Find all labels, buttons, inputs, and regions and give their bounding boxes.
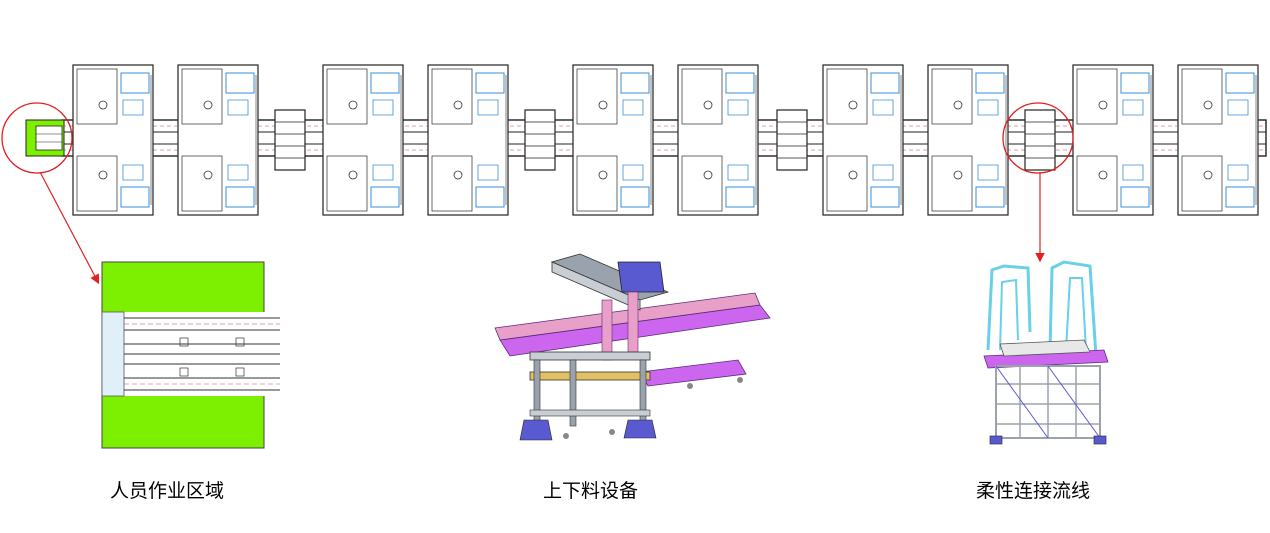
callout-circle-icon	[1, 102, 73, 174]
operator-area-detail	[101, 261, 280, 449]
connector-module-2	[524, 109, 556, 171]
main-conveyor	[61, 119, 1267, 157]
caption-flexible-line: 柔性连接流线	[976, 480, 1091, 502]
caption-operator-area: 人员作业区域	[110, 480, 225, 502]
arrow-pointer-icon	[39, 171, 100, 285]
connector-module-1	[274, 109, 306, 171]
caption-loading-equipment: 上下料设备	[543, 480, 639, 502]
flexible-line-illustration	[983, 260, 1109, 445]
callout-circle-icon	[1002, 102, 1074, 174]
connector-module-4	[1024, 109, 1056, 171]
loading-equipment-illustration	[494, 253, 771, 441]
connector-module-3	[776, 109, 808, 171]
